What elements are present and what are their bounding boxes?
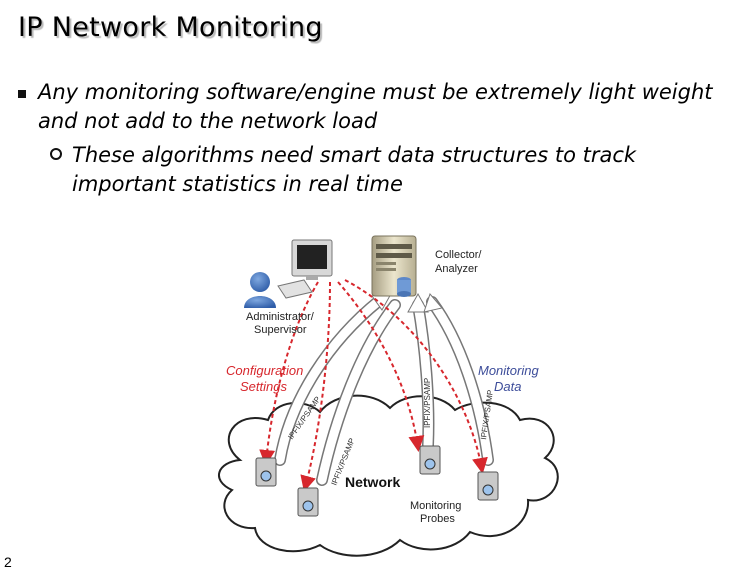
- probe-icon-2: [297, 487, 319, 517]
- keyboard-icon: [277, 279, 313, 299]
- probe-icon-3: [419, 445, 441, 475]
- collector-server-icon: [371, 235, 417, 297]
- monitor-icon: [291, 239, 333, 280]
- collector-label-line2: Analyzer: [435, 263, 478, 275]
- monitoring-data-label-line2: Data: [494, 379, 521, 394]
- configuration-label-line2: Settings: [240, 379, 287, 394]
- monitoring-data-arrows: [274, 291, 494, 486]
- bullet-marker-square: [18, 90, 26, 98]
- admin-label-line1: Administrator/: [246, 311, 315, 323]
- configuration-label-line1: Configuration: [226, 363, 303, 378]
- network-label: Network: [345, 474, 400, 490]
- admin-label-line2: Supervisor: [254, 324, 307, 336]
- probe-icon-4: [477, 471, 499, 501]
- configuration-arrows: [259, 279, 488, 492]
- collector-label-line1: Collector/: [435, 249, 482, 261]
- slide-number: 2: [4, 554, 12, 570]
- slide-title: IP Network Monitoring: [18, 12, 323, 43]
- probe-icon-1: [255, 457, 277, 487]
- bullet-marker-circle: [50, 148, 62, 160]
- bullet-main: Any monitoring software/engine must be e…: [38, 80, 713, 133]
- protocol-label-3: IPFIX/PSAMP: [423, 378, 432, 428]
- probes-label-line2: Probes: [420, 513, 455, 525]
- bullet-sub: These algorithms need smart data structu…: [72, 143, 637, 196]
- administrator-person-icon: [244, 272, 276, 308]
- monitoring-data-label-line1: Monitoring: [478, 363, 539, 378]
- probes-label-line1: Monitoring: [410, 500, 461, 512]
